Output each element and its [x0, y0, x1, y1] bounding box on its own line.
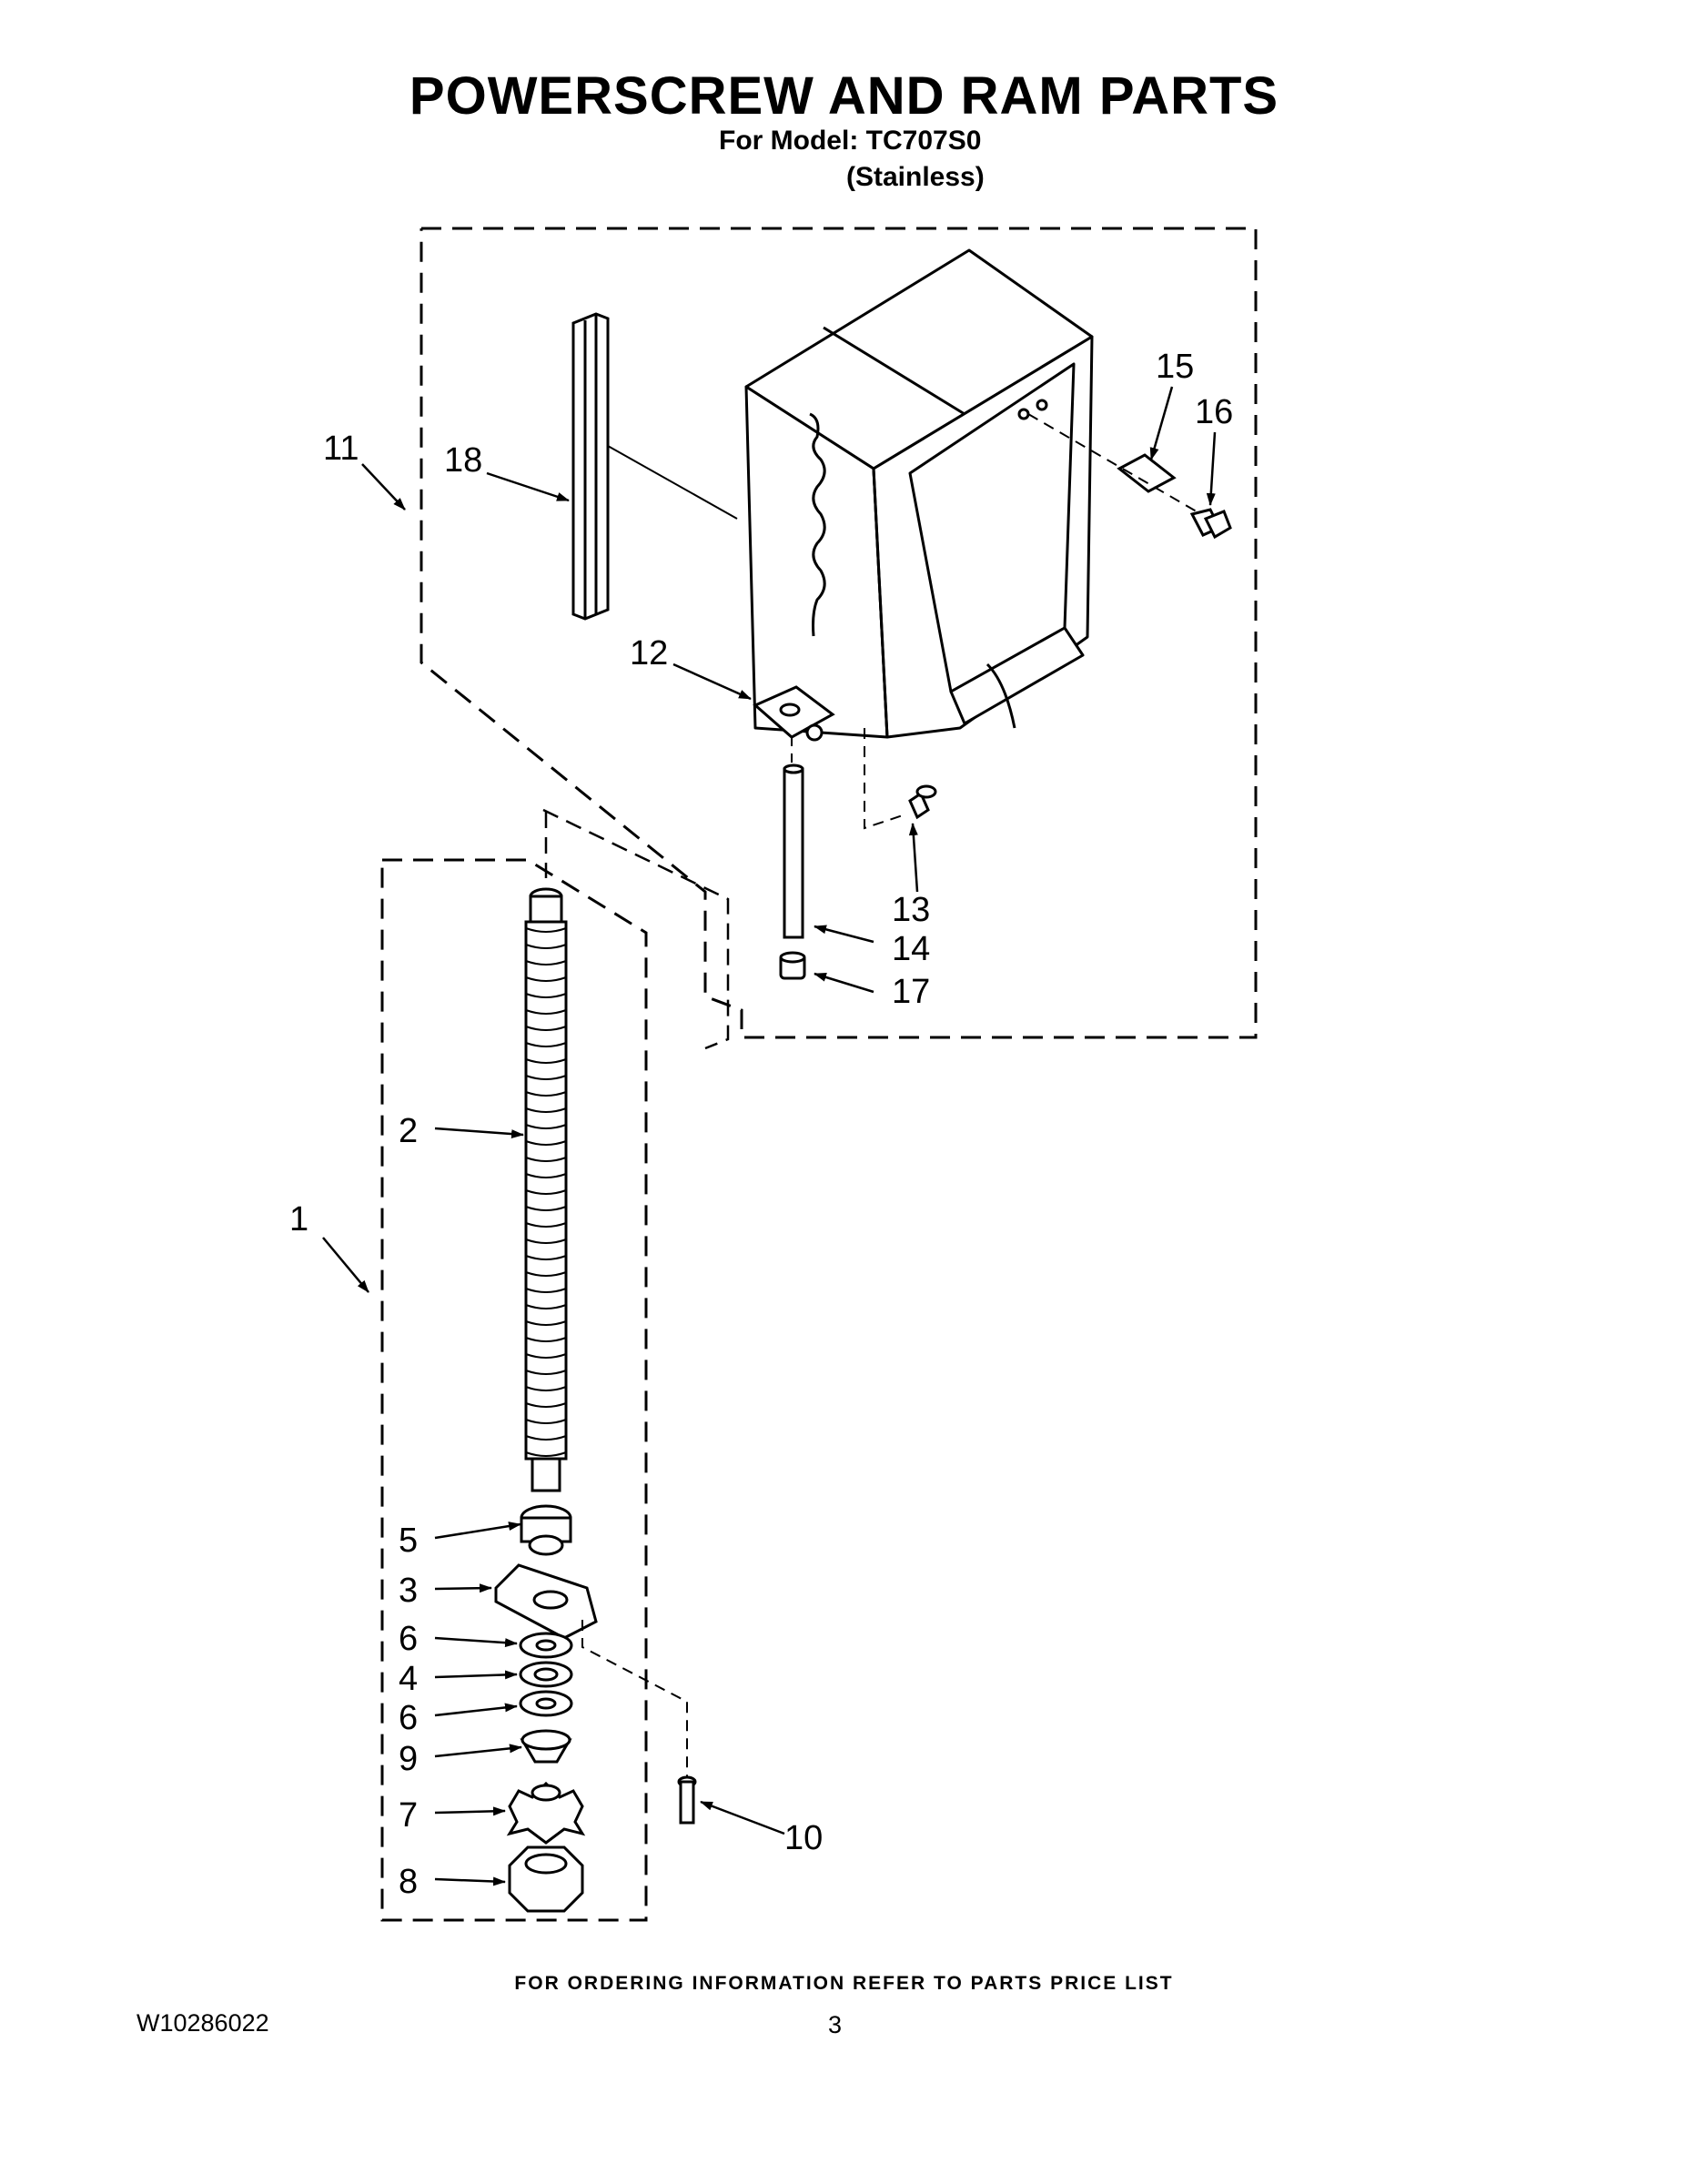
pivot-block-part: [753, 685, 835, 742]
pin-part: [908, 784, 937, 820]
thread-line: [525, 1451, 567, 1457]
bushing-part: [520, 1457, 572, 1556]
callout-arrows: [322, 386, 1217, 1886]
thread-line: [525, 1091, 567, 1097]
thread-line: [525, 927, 567, 933]
ordering-note: FOR ORDERING INFORMATION REFER TO PARTS …: [514, 1973, 1174, 1994]
callout-13: 13: [892, 891, 930, 929]
finish-line: (Stainless): [846, 162, 985, 192]
callout-9: 9: [399, 1740, 418, 1778]
callout-18: 18: [444, 441, 482, 480]
callout-5: 5: [399, 1522, 418, 1560]
thread-line: [525, 1140, 567, 1146]
callout-6a: 6: [399, 1620, 418, 1658]
washer-part: [519, 1632, 573, 1659]
model-line: For Model: TC707S0: [719, 126, 982, 156]
thread-line: [525, 1271, 567, 1277]
callout-15: 15: [1156, 348, 1194, 386]
callout-11: 11: [323, 430, 359, 468]
callout-8: 8: [399, 1863, 418, 1901]
callout-16: 16: [1195, 393, 1233, 431]
thread-line: [525, 1370, 567, 1375]
thread-line: [525, 1009, 567, 1015]
connector-line: [542, 808, 730, 1050]
cap-part: [779, 951, 806, 980]
thread-line: [525, 1353, 567, 1359]
thread-line: [525, 1042, 567, 1047]
thread-line: [525, 1206, 567, 1211]
thread-line: [525, 1173, 567, 1178]
thread-line: [525, 1435, 567, 1441]
spacer-part: [520, 1729, 572, 1764]
thread-line: [525, 1157, 567, 1162]
thread-line: [525, 1337, 567, 1342]
screw-part: [1189, 508, 1232, 540]
mounting-plate-part: [494, 1563, 598, 1640]
thread-line: [525, 1304, 567, 1309]
callout-6b: 6: [399, 1699, 418, 1737]
screw-part: [677, 1775, 697, 1825]
callout-14: 14: [892, 930, 930, 968]
thread-line: [525, 976, 567, 982]
rod-part: [783, 763, 804, 939]
ram-box-part: [744, 248, 1094, 739]
washer-part: [519, 1690, 573, 1717]
callout-17: 17: [892, 973, 930, 1011]
hex-nut-part: [508, 1845, 584, 1913]
thread-line: [525, 960, 567, 966]
callout-1: 1: [289, 1200, 308, 1239]
sprocket-part: [506, 1781, 586, 1845]
callout-12: 12: [630, 634, 668, 672]
thread-line: [525, 1124, 567, 1129]
screw-threads: [525, 927, 567, 1457]
thread-line: [525, 1320, 567, 1326]
callout-2: 2: [399, 1112, 418, 1150]
powerscrew-assembly-boundary: [380, 858, 648, 1922]
page-title: POWERSCREW AND RAM PARTS: [409, 66, 1279, 126]
document-number: W10286022: [136, 2009, 269, 2037]
thread-line: [525, 1075, 567, 1080]
thread-line: [525, 1402, 567, 1408]
bracket-part: [1117, 453, 1177, 493]
thread-line: [525, 944, 567, 949]
callout-3: 3: [399, 1572, 418, 1610]
callout-4: 4: [399, 1660, 418, 1698]
ram-assembly-boundary: [419, 227, 1258, 1039]
thread-line: [525, 993, 567, 998]
thread-line: [525, 1107, 567, 1113]
callout-7: 7: [399, 1796, 418, 1835]
thread-line: [525, 1239, 567, 1244]
thread-line: [525, 1255, 567, 1260]
thread-line: [525, 1288, 567, 1293]
thread-line: [525, 1058, 567, 1064]
callout-10: 10: [784, 1819, 823, 1857]
thread-line: [525, 1189, 567, 1195]
thread-line: [525, 1026, 567, 1031]
page-number: 3: [828, 2011, 843, 2038]
gasket-strip-part: [571, 312, 610, 621]
thrust-bearing-part: [519, 1661, 573, 1688]
thread-line: [525, 1419, 567, 1424]
thread-line: [525, 1386, 567, 1391]
thread-line: [525, 1222, 567, 1228]
